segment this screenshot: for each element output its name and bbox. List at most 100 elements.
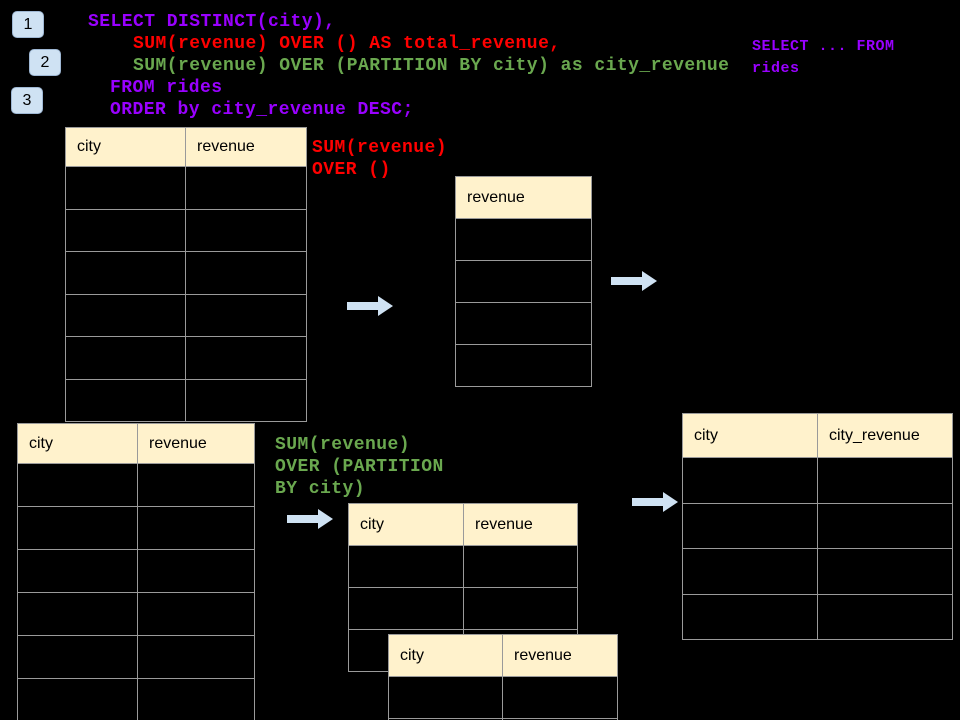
table-cell [17,592,138,636]
table-cell [17,678,138,720]
sql-city-revenue-line: SUM(revenue) OVER (PARTITION BY city) as… [133,56,730,76]
table-cell [817,593,953,640]
table-cell [817,502,953,549]
table-cell [185,251,307,295]
table-header-row: city revenue [388,634,618,677]
table-row [65,208,307,252]
table-total-revenue: revenue [455,176,592,387]
table-row [682,548,953,595]
table-cell [455,344,592,387]
table-cell [185,378,307,422]
table-row [17,592,255,636]
table-row [17,678,255,720]
table-row [65,251,307,295]
table-cell [65,336,186,380]
sum-partition-label-line-1: SUM(revenue) [275,435,411,455]
table-header-row: revenue [455,176,592,219]
table-cell [185,336,307,380]
table-cell [137,549,255,593]
table-row [65,166,307,210]
table-row [455,260,592,303]
column-header-city: city [65,127,186,167]
table-row [348,545,578,588]
table-row [17,463,255,507]
sum-over-label-line-2: OVER () [312,160,391,180]
table-cell [388,676,503,719]
table-cell [17,549,138,593]
table-row [682,593,953,640]
table-cell [65,251,186,295]
step-badge-1: 1 [12,11,44,38]
from-rides-note-line-2: rides [752,60,800,77]
sql-order-line: ORDER by city_revenue DESC; [110,100,414,120]
table-cell [682,457,818,504]
table-row [65,378,307,422]
column-header-city-revenue: city_revenue [817,413,953,458]
arrow-revenue-out-icon [611,271,657,291]
table-cell [137,592,255,636]
table-cell [463,545,578,588]
table-cell [17,635,138,679]
column-header-revenue: revenue [185,127,307,167]
table-row [455,344,592,387]
table-row [455,302,592,345]
arrow-to-result-icon [632,492,678,512]
table-row [17,635,255,679]
column-header-revenue: revenue [463,503,578,546]
table-cell [65,293,186,337]
column-header-revenue: revenue [502,634,618,677]
table-cell [65,166,186,210]
column-header-city: city [682,413,818,458]
sum-partition-label-line-2: OVER (PARTITION [275,457,444,477]
table-partition-step-2: city revenue [388,634,618,720]
table-cell [137,635,255,679]
table-row [65,293,307,337]
table-row [17,549,255,593]
table-rides-source: city revenue [65,127,307,422]
from-rides-note-line-1: SELECT ... FROM [752,38,895,55]
sql-select-line: SELECT DISTINCT(city), [88,12,336,32]
table-cell [502,676,618,719]
table-row [17,506,255,550]
table-cell [137,506,255,550]
table-row [455,218,592,261]
arrow-source-to-revenue-icon [347,296,393,316]
table-row [388,676,618,719]
table-cell [348,545,464,588]
table-cell [185,208,307,252]
table-cell [455,218,592,261]
table-cell [817,548,953,595]
table-row [65,336,307,380]
table-row [388,718,618,720]
table-cell [137,463,255,507]
table-cell [455,302,592,345]
sum-over-label-line-1: SUM(revenue) [312,138,448,158]
table-cell [137,678,255,720]
table-cell [65,208,186,252]
arrow-partition-step-icon [287,509,333,529]
table-city-revenue-result: city city_revenue [682,413,953,640]
table-header-row: city revenue [65,127,307,167]
table-header-row: city revenue [17,423,255,464]
sql-from-line: FROM rides [110,78,223,98]
table-cell [65,378,186,422]
sql-total-revenue-line: SUM(revenue) OVER () AS total_revenue, [133,34,561,54]
sum-partition-label-line-3: BY city) [275,479,366,499]
table-cell [17,463,138,507]
table-rides-source-2: city revenue [17,423,255,720]
step-badge-3: 3 [11,87,43,114]
table-header-row: city revenue [348,503,578,546]
table-header-row: city city_revenue [682,413,953,458]
table-cell [185,166,307,210]
table-cell [463,587,578,630]
column-header-revenue: revenue [137,423,255,464]
table-cell [455,260,592,303]
table-cell [17,506,138,550]
table-row [682,457,953,504]
table-cell [682,502,818,549]
table-cell [682,548,818,595]
column-header-revenue: revenue [455,176,592,219]
table-row [682,502,953,549]
table-row [348,587,578,630]
